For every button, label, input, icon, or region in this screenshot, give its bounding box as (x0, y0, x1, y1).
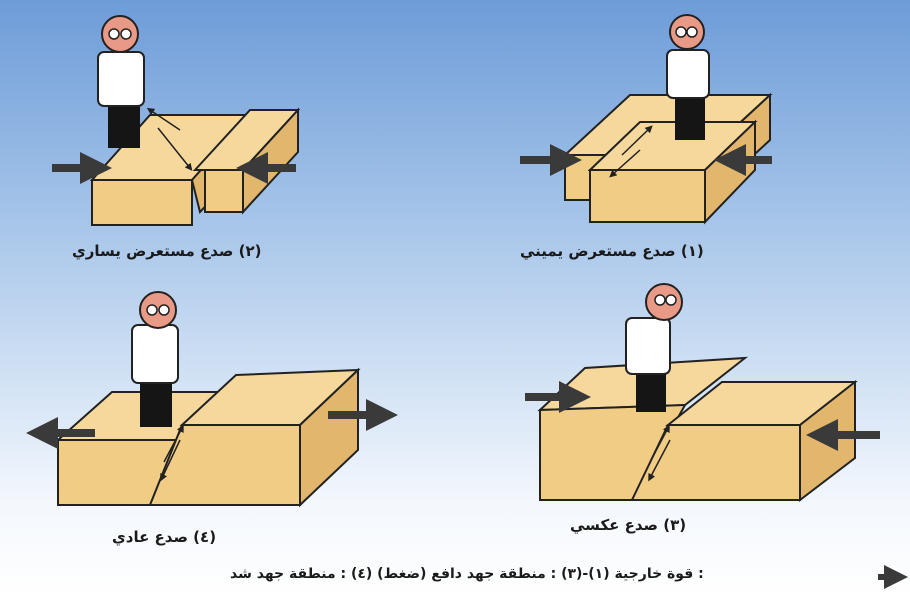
block-hanging-side (299, 367, 359, 508)
caption-left-lateral-fault: (٢) صدع مستعرض يساري (72, 242, 262, 260)
slip-arrow (648, 439, 671, 482)
panel-reverse-fault (525, 283, 880, 503)
block-right-front (204, 169, 244, 213)
scientist-figure (666, 14, 710, 140)
block-right-side (242, 107, 299, 215)
slip-arrow (160, 439, 181, 482)
caption-right-lateral-fault: (١) صدع مستعرض يميني (520, 242, 704, 260)
slip-arrow (649, 424, 670, 463)
slip-arrow (157, 127, 193, 171)
caption-normal-fault: (٤) صدع عادي (112, 528, 217, 546)
legend-text: : قوة خارجية (١)-(٣) : منطقة جهد دافع (ض… (230, 566, 704, 582)
slip-arrow (621, 125, 653, 156)
scientist-figure (97, 15, 145, 148)
scientist-figure (625, 283, 683, 412)
block-left-front (91, 179, 193, 226)
slip-arrow (609, 149, 641, 178)
scientist-figure (131, 291, 179, 427)
panel-left-lateral-fault (52, 15, 301, 226)
slip-arrow (146, 107, 181, 131)
panel-normal-fault (26, 291, 398, 508)
slip-arrow (163, 424, 184, 463)
panel-right-lateral-fault (520, 14, 773, 225)
caption-reverse-fault: (٣) صدع عكسي (570, 516, 687, 534)
block-near-front (589, 169, 706, 223)
